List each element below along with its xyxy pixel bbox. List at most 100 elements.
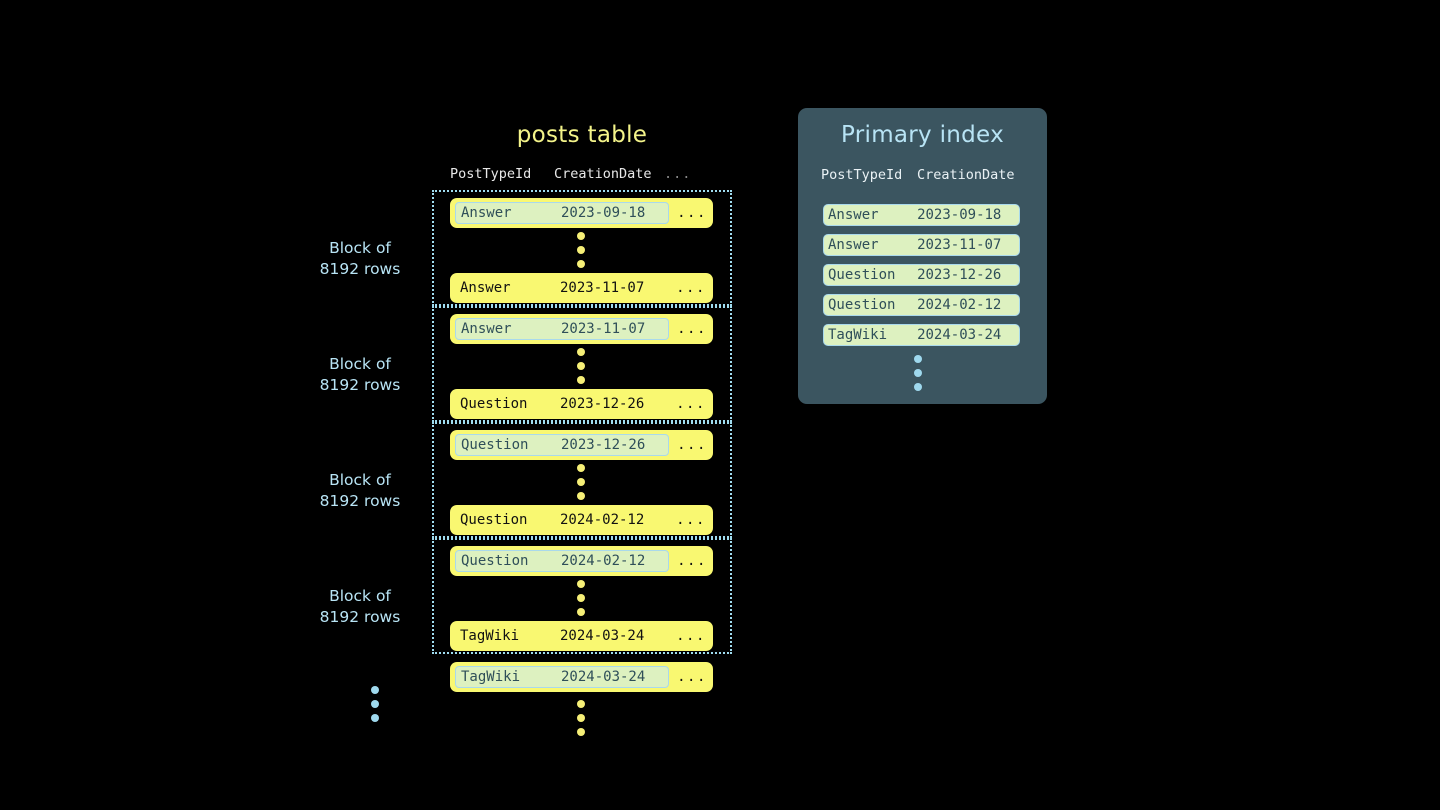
block-2-label-line2: 8192 rows xyxy=(319,376,401,394)
dot xyxy=(577,232,585,240)
index-row: Answer 2023-09-18 xyxy=(823,204,1020,226)
dot xyxy=(371,686,379,694)
index-continues-ellipsis xyxy=(912,355,924,391)
cell-more: ... xyxy=(677,553,707,569)
block-1-label-line2: 8192 rows xyxy=(319,260,401,278)
cell-posttypeid: TagWiki xyxy=(461,669,521,685)
dot xyxy=(577,376,585,384)
posts-table-column-headers: PostTypeId CreationDate ... xyxy=(450,166,713,182)
dot xyxy=(371,714,379,722)
block-3-label: Block of 8192 rows xyxy=(300,470,420,512)
column-header-more: ... xyxy=(664,166,692,182)
table-continues-ellipsis xyxy=(575,700,587,736)
cell-posttypeid: Question xyxy=(461,553,529,569)
row-ellipsis-dots xyxy=(575,580,587,616)
table-row: Answer 2023-09-18 ... xyxy=(450,198,713,228)
index-column-header-creationdate: CreationDate xyxy=(917,167,1015,183)
row-cells: Answer 2023-09-18 xyxy=(455,202,669,224)
row-cells: Answer 2023-11-07 xyxy=(455,277,667,299)
primary-index-column-headers: PostTypeId CreationDate xyxy=(821,167,1026,183)
block-4 xyxy=(432,538,732,654)
dot xyxy=(371,700,379,708)
posts-table-title: posts table xyxy=(516,122,648,148)
cell-creationdate: 2023-11-07 xyxy=(560,280,645,296)
index-row: TagWiki 2024-03-24 xyxy=(823,324,1020,346)
dot xyxy=(577,348,585,356)
cell-more: ... xyxy=(677,321,707,337)
index-cell-creationdate: 2024-02-12 xyxy=(917,297,1002,313)
dot xyxy=(577,464,585,472)
dot xyxy=(577,246,585,254)
block-1 xyxy=(432,190,732,306)
cell-creationdate: 2023-12-26 xyxy=(560,396,645,412)
dot xyxy=(577,700,585,708)
block-4-label: Block of 8192 rows xyxy=(300,586,420,628)
block-2-label-line1: Block of xyxy=(329,355,391,373)
cell-more: ... xyxy=(677,205,707,221)
dot xyxy=(577,260,585,268)
cell-posttypeid: Answer xyxy=(461,205,512,221)
row-cells: Question 2023-12-26 xyxy=(455,393,667,415)
table-row: Question 2023-12-26 ... xyxy=(450,430,713,460)
blocks-continue-ellipsis xyxy=(369,686,381,722)
cell-more: ... xyxy=(676,512,706,528)
dot xyxy=(577,714,585,722)
cell-more: ... xyxy=(676,280,706,296)
dot xyxy=(577,478,585,486)
dot xyxy=(577,608,585,616)
cell-more: ... xyxy=(676,396,706,412)
index-cell-posttypeid: Answer xyxy=(828,237,879,253)
index-cell-posttypeid: Question xyxy=(828,267,896,283)
cell-more: ... xyxy=(677,669,707,685)
dot xyxy=(577,594,585,602)
index-cell-posttypeid: Answer xyxy=(828,207,879,223)
cell-posttypeid: Question xyxy=(460,396,528,412)
cell-posttypeid: Answer xyxy=(460,280,511,296)
cell-creationdate: 2024-03-24 xyxy=(561,669,646,685)
row-cells: Question 2024-02-12 xyxy=(455,550,669,572)
row-ellipsis-dots xyxy=(575,232,587,268)
posts-table-diagram: posts table PostTypeId CreationDate ... … xyxy=(300,122,732,736)
cell-posttypeid: Answer xyxy=(461,321,512,337)
dot xyxy=(577,362,585,370)
cell-creationdate: 2023-11-07 xyxy=(561,321,646,337)
block-2 xyxy=(432,306,732,422)
table-row: Question 2024-02-12 ... xyxy=(450,505,713,535)
primary-index-title: Primary index xyxy=(840,122,1004,148)
column-header-creationdate: CreationDate xyxy=(554,166,652,182)
dot xyxy=(577,580,585,588)
table-row: Question 2024-02-12 ... xyxy=(450,546,713,576)
table-row: TagWiki 2024-03-24 ... xyxy=(450,621,713,651)
dot xyxy=(914,369,922,377)
table-row-trailing: TagWiki 2024-03-24 ... xyxy=(450,662,713,692)
table-row: Answer 2023-11-07 ... xyxy=(450,273,713,303)
index-cell-posttypeid: TagWiki xyxy=(828,327,888,343)
row-cells: Question 2024-02-12 xyxy=(455,509,667,531)
cell-creationdate: 2024-03-24 xyxy=(560,628,645,644)
dot xyxy=(577,492,585,500)
primary-index-rows: Answer 2023-09-18 Answer 2023-11-07 Ques… xyxy=(823,204,1020,354)
block-3-label-line1: Block of xyxy=(329,471,391,489)
row-cells: TagWiki 2024-03-24 xyxy=(455,666,669,688)
block-3-label-line2: 8192 rows xyxy=(319,492,401,510)
cell-more: ... xyxy=(676,628,706,644)
index-cell-creationdate: 2023-12-26 xyxy=(917,267,1002,283)
cell-creationdate: 2023-09-18 xyxy=(561,205,646,221)
index-row: Answer 2023-11-07 xyxy=(823,234,1020,256)
dot xyxy=(914,383,922,391)
block-1-label: Block of 8192 rows xyxy=(300,238,420,280)
dot xyxy=(577,728,585,736)
row-ellipsis-dots xyxy=(575,464,587,500)
index-column-header-posttypeid: PostTypeId xyxy=(821,167,903,183)
dot xyxy=(914,355,922,363)
column-header-posttypeid: PostTypeId xyxy=(450,166,532,182)
cell-creationdate: 2024-02-12 xyxy=(561,553,646,569)
block-3 xyxy=(432,422,732,538)
cell-posttypeid: TagWiki xyxy=(460,628,520,644)
row-cells: Question 2023-12-26 xyxy=(455,434,669,456)
index-row: Question 2024-02-12 xyxy=(823,294,1020,316)
block-2-label: Block of 8192 rows xyxy=(300,354,420,396)
row-cells: TagWiki 2024-03-24 xyxy=(455,625,667,647)
block-1-label-line1: Block of xyxy=(329,239,391,257)
cell-posttypeid: Question xyxy=(461,437,529,453)
